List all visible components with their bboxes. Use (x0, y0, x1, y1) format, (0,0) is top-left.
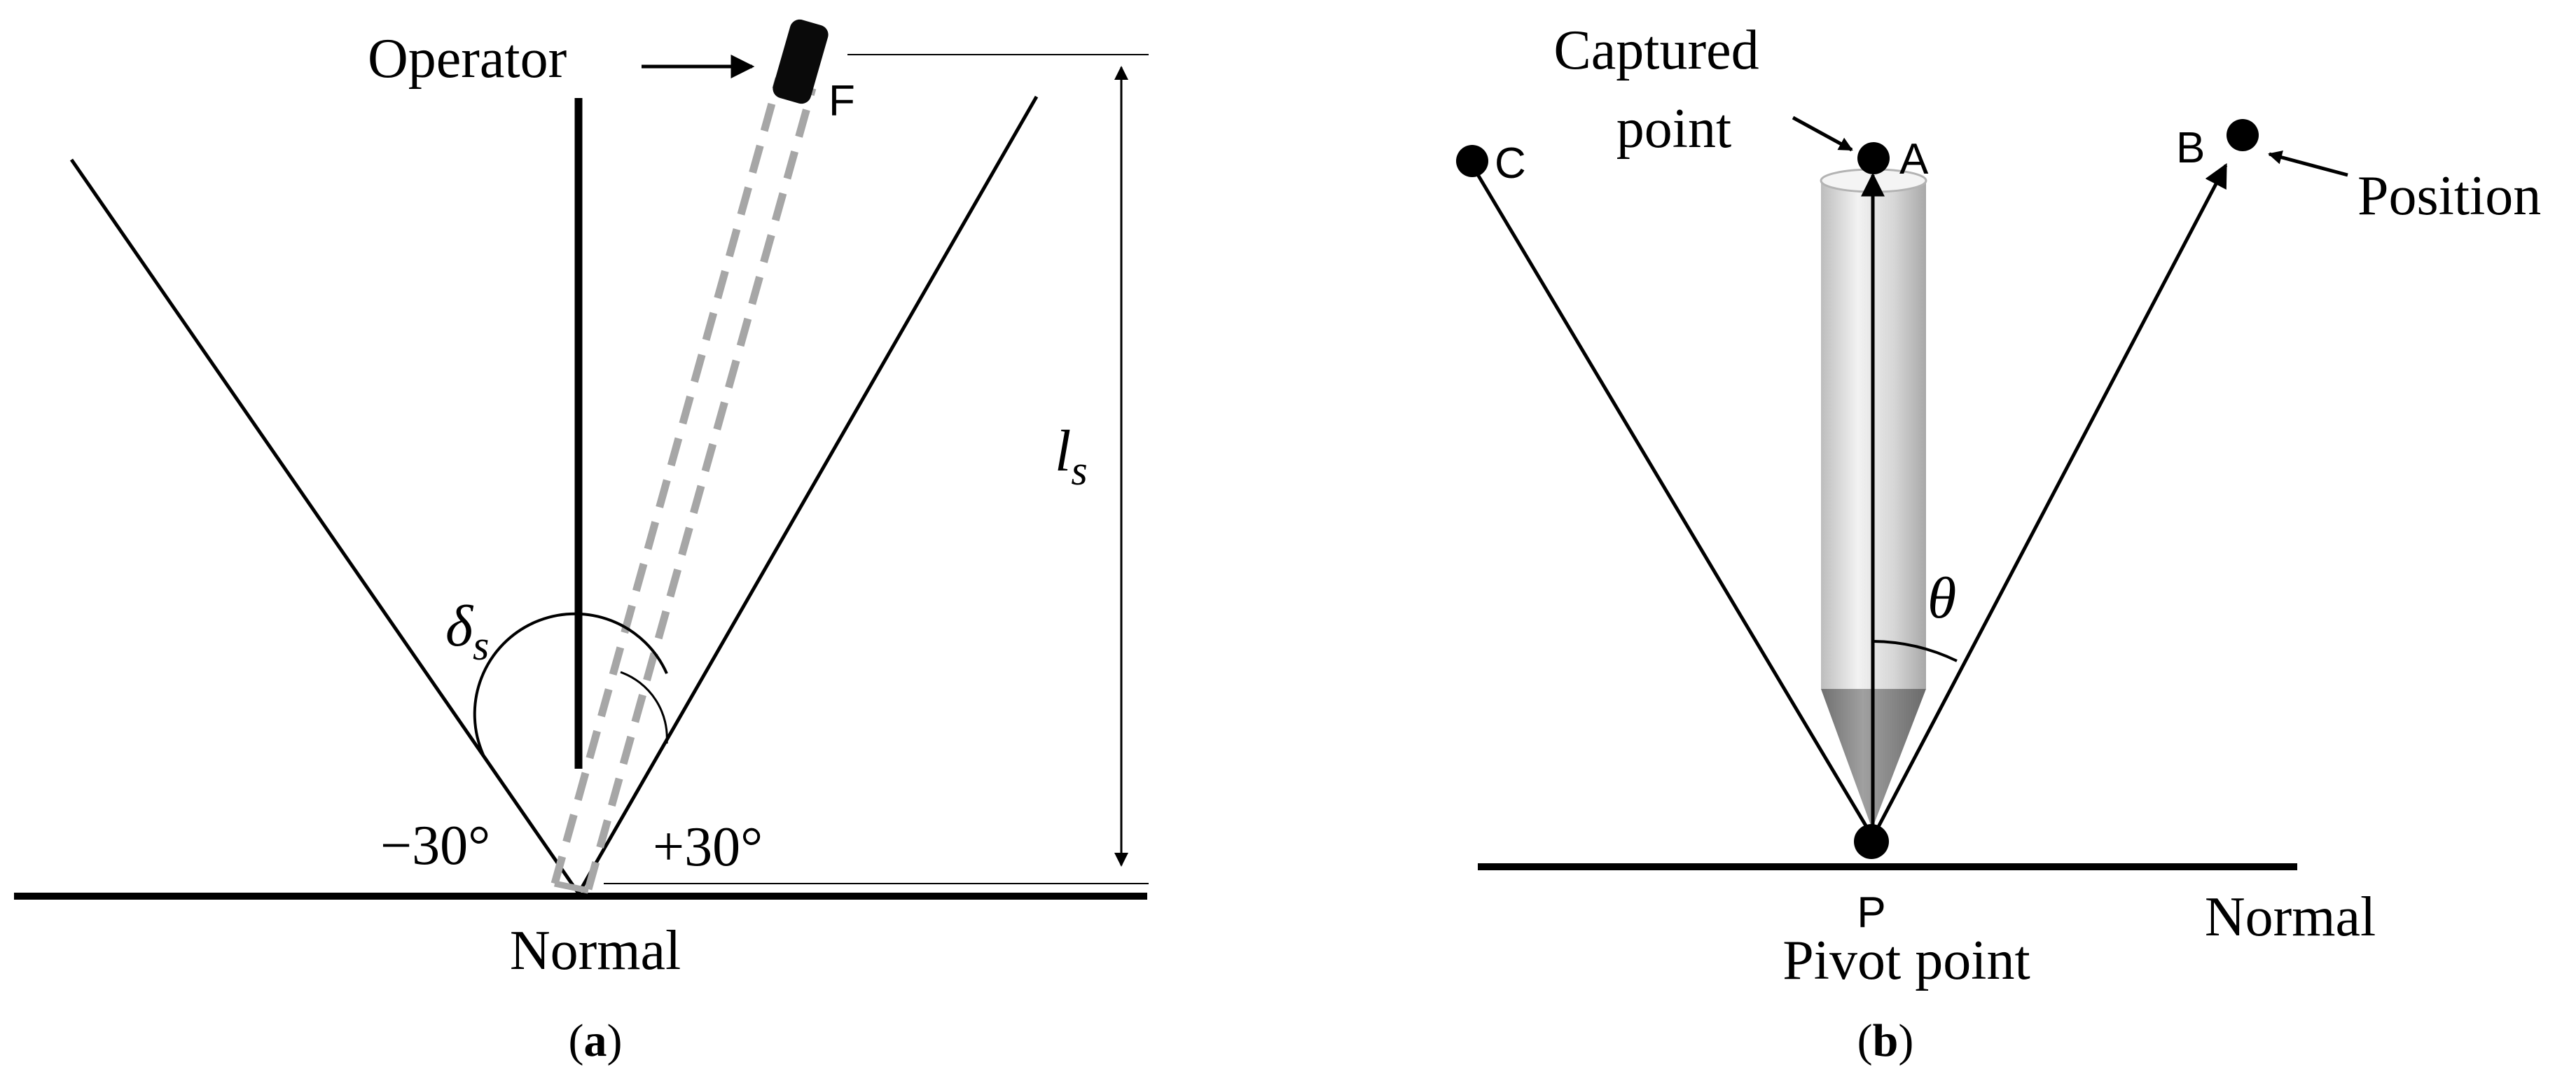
panel-a-plus-angle-label: +30° (653, 816, 763, 878)
panel-b-normal-label: Normal (2205, 886, 2376, 948)
panel-a-tilted-probe (550, 77, 817, 894)
panel-b-caption: (b) (1857, 1015, 1914, 1066)
panel-a-right-boundary (576, 95, 1039, 895)
panel-b-captured-label-line1: Captured (1553, 20, 1759, 81)
panel-b-line-pc (1470, 164, 1875, 839)
panel-a-operator-label: Operator (368, 28, 567, 90)
panel-a-length-label: ls (1055, 419, 1088, 494)
panel-b-pivot-label: Pivot point (1782, 930, 2030, 991)
panel-a-caption: (a) (569, 1015, 623, 1066)
panel-a: Operator F ls δs −30° +30° Normal (a) (14, 19, 1149, 1066)
panel-b-point-c-label: C (1495, 139, 1526, 188)
panel-b-point-c (1456, 145, 1488, 177)
panel-a-plus-arc (620, 671, 668, 744)
panel-b-point-b-label: B (2176, 124, 2205, 172)
panel-a-left-boundary (69, 158, 581, 895)
panel-b-theta-label: θ (1927, 566, 1956, 631)
panel-a-marker-f (773, 19, 829, 104)
panel-b-position-arrow (2268, 150, 2348, 177)
panel-b-position-label: Position (2357, 165, 2541, 227)
panel-a-angle-label: δs (445, 594, 489, 669)
panel-b-point-p-label: P (1857, 888, 1885, 937)
panel-a-normal-label: Normal (510, 920, 681, 982)
panel-a-point-f-label: F (829, 77, 855, 125)
panel-a-minus-angle-label: −30° (380, 815, 490, 877)
panel-b-captured-arrow (1792, 116, 1853, 152)
panel-a-delta-arc (473, 612, 668, 755)
panel-b-point-a-label: A (1899, 135, 1929, 183)
panel-b: Captured point A B C Position θ P Pivot … (1456, 20, 2541, 1066)
panel-b-point-p (1854, 824, 1889, 859)
panel-b-arrow-pb (1871, 162, 2228, 839)
panel-b-point-a (1857, 142, 1890, 174)
panel-b-point-b (2227, 119, 2259, 151)
panel-b-theta-arc (1872, 640, 1958, 662)
panel-b-captured-label-line2: point (1616, 98, 1731, 160)
